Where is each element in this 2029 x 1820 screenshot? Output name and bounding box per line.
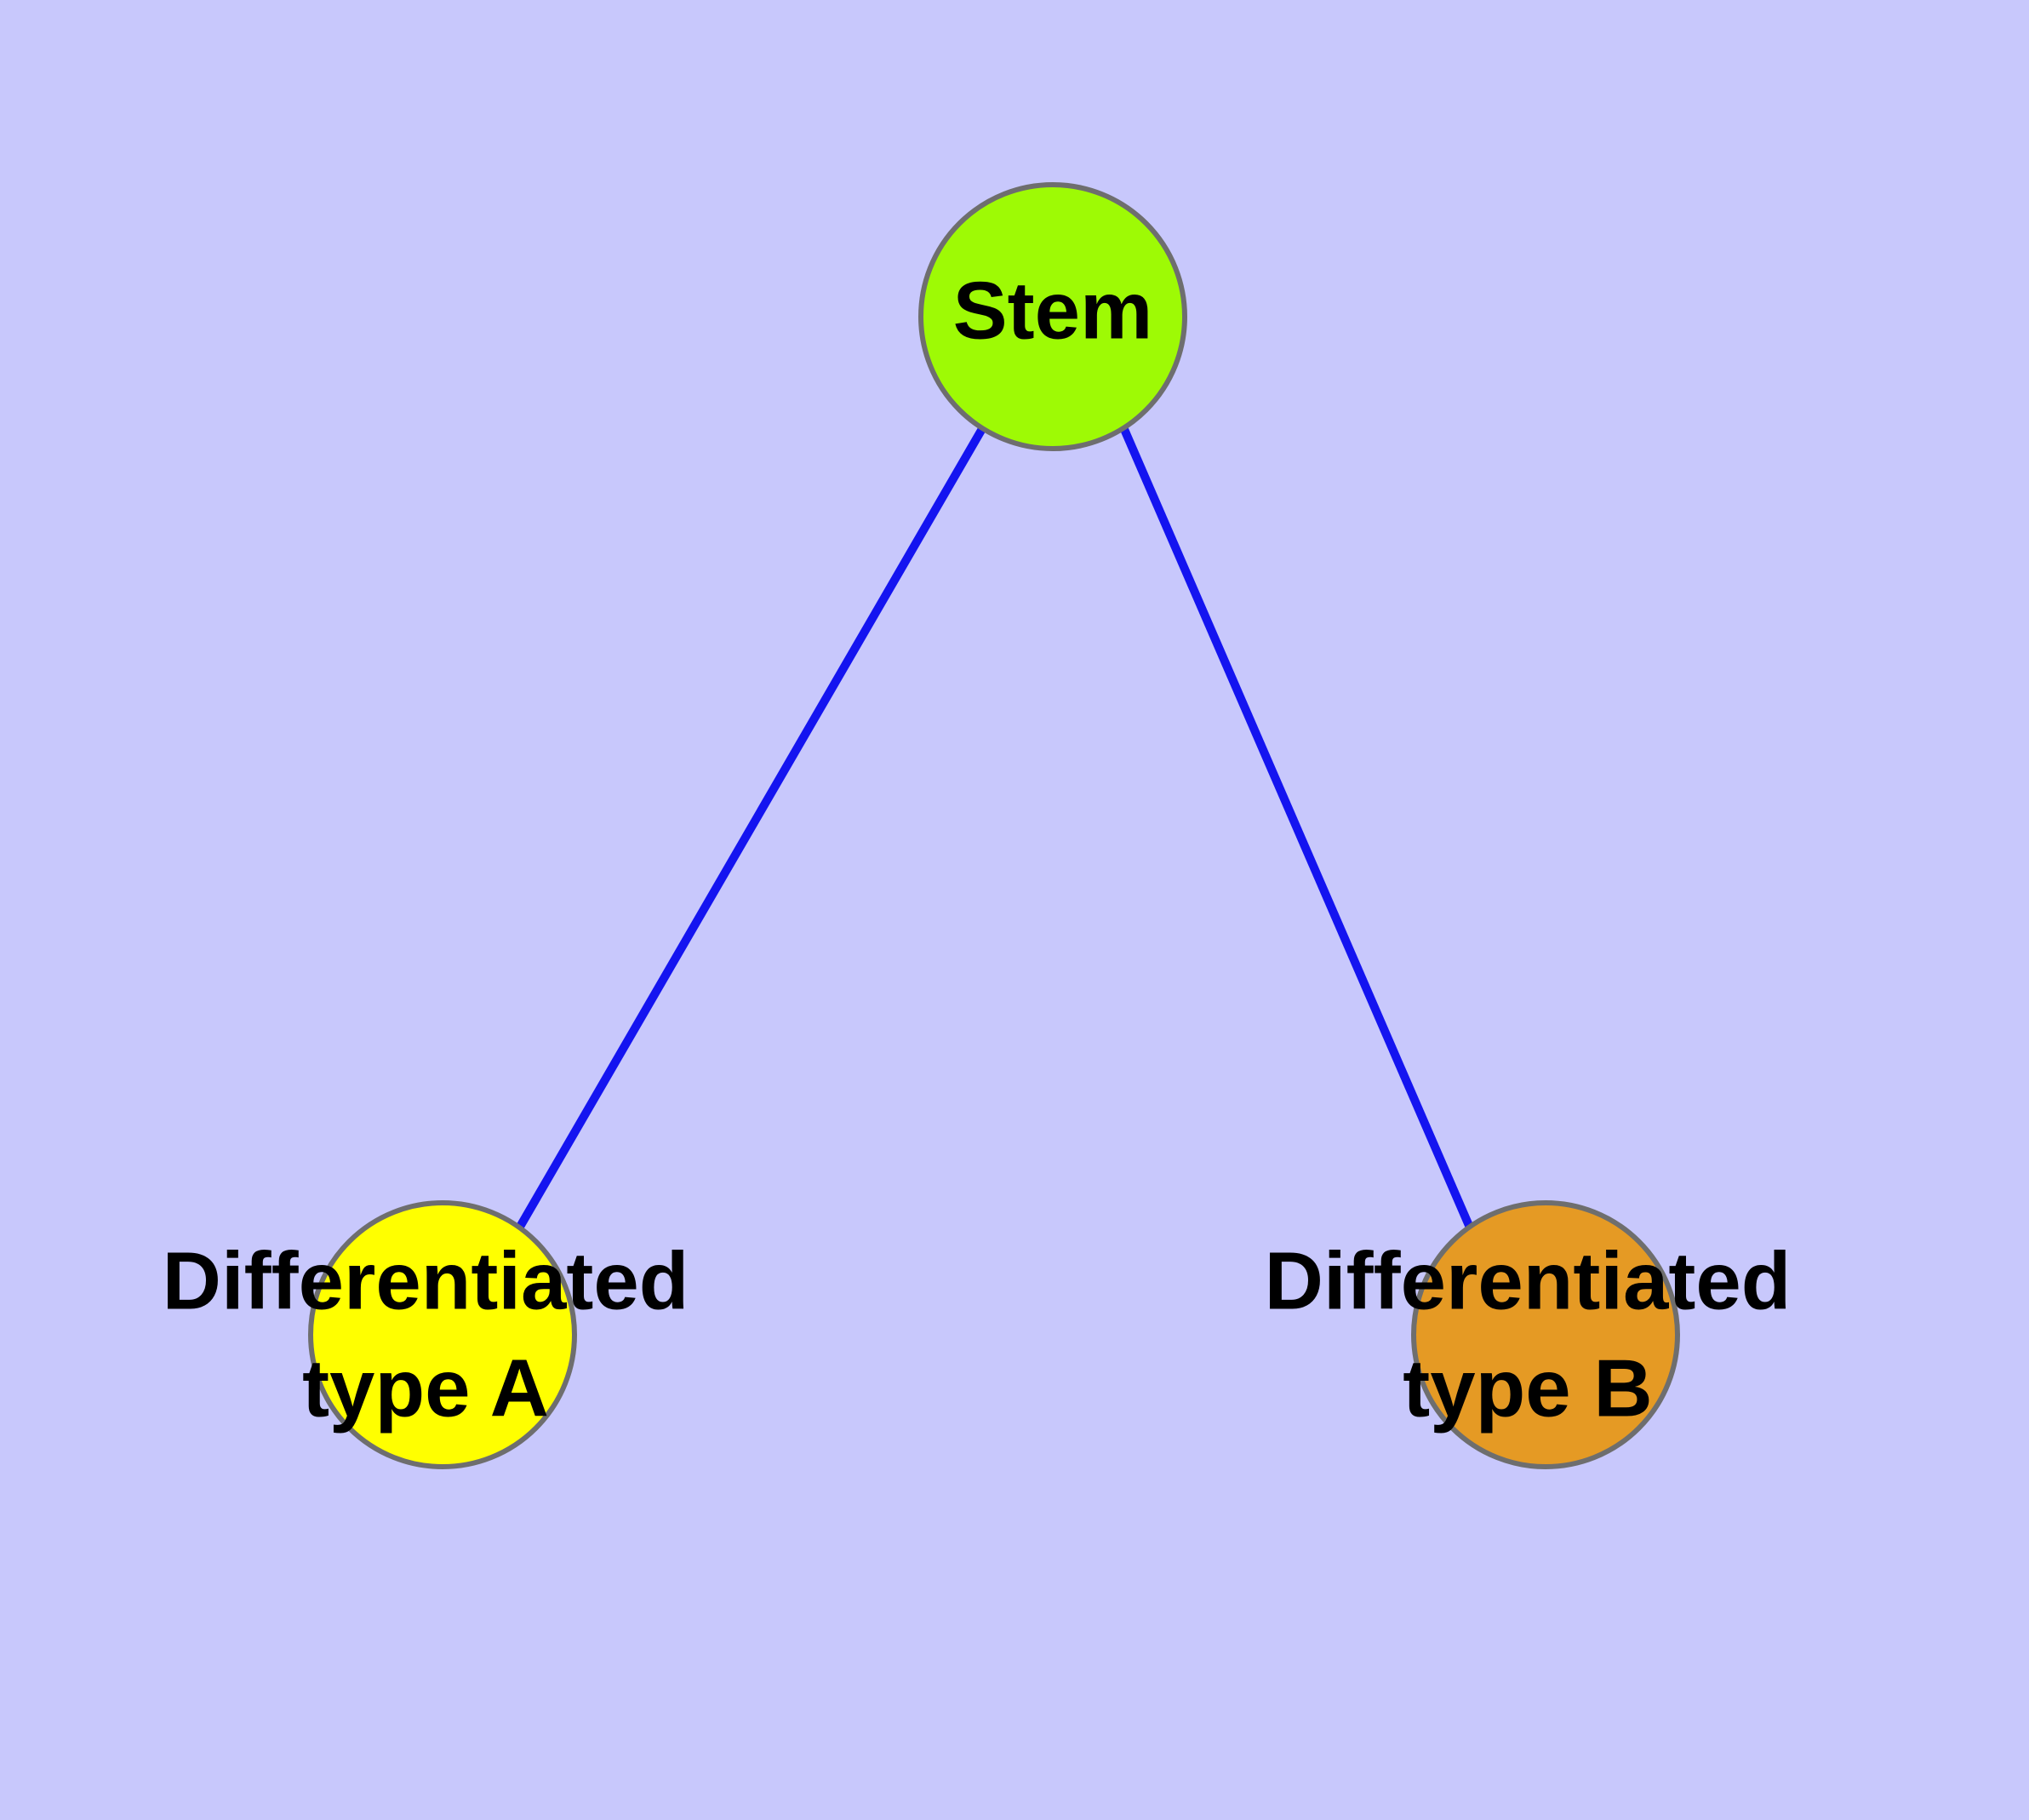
node-differentiated-type-a-circle[interactable]	[308, 1200, 577, 1469]
node-differentiated-type-b-label-line2: type B	[1403, 1342, 1652, 1434]
node-differentiated-type-a-label-line2: type A	[302, 1342, 549, 1434]
node-differentiated-type-b[interactable]: Differentiated type B	[1265, 1200, 1792, 1469]
edge-stem-to-type-a[interactable]	[516, 425, 987, 1229]
node-differentiated-type-b-circle[interactable]	[1411, 1200, 1680, 1469]
node-stem[interactable]: Stem	[918, 182, 1187, 451]
node-stem-label: Stem	[953, 265, 1153, 356]
node-differentiated-type-a[interactable]: Differentiated type A	[163, 1200, 689, 1469]
node-differentiated-type-a-label-line1: Differentiated	[163, 1235, 689, 1326]
edge-group	[516, 425, 1474, 1229]
edge-stem-to-type-b[interactable]	[1119, 426, 1474, 1229]
node-group: Stem Differentiated type A Differentiate…	[163, 182, 1792, 1469]
node-stem-circle[interactable]	[918, 182, 1187, 451]
node-differentiated-type-b-label-line1: Differentiated	[1265, 1235, 1792, 1326]
